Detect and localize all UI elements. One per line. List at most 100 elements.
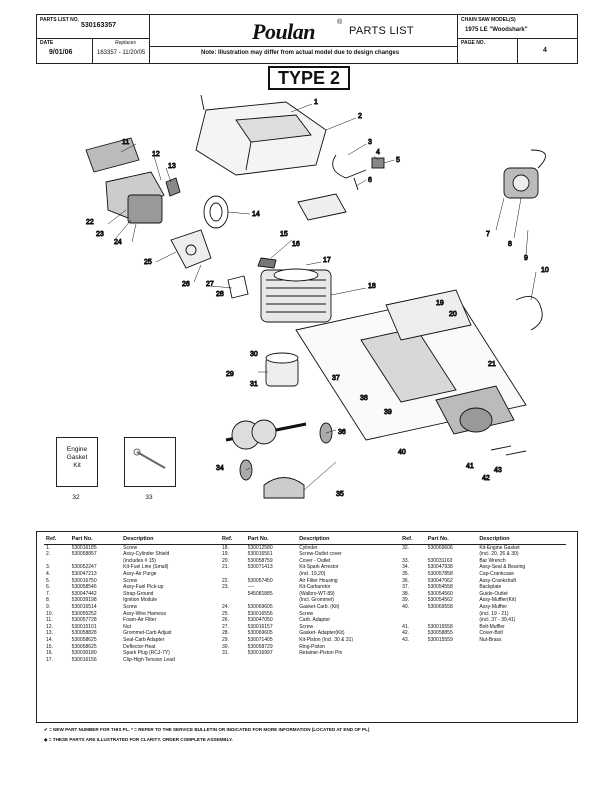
table-cell: 17. [46, 656, 53, 663]
table-header-cell: Ref. [44, 535, 70, 545]
svg-text:19: 19 [436, 300, 444, 307]
table-cell: Screw [299, 623, 314, 630]
table-cell: Grommet-Carb Adjust [123, 630, 172, 637]
table-cell: Cover - Outlet [299, 557, 331, 564]
table-cell: 41. [402, 623, 410, 630]
date-label: DATE [40, 40, 54, 46]
table-header-cell: Part No. [69, 535, 122, 545]
illustration-note: Note: Illustration may differ from actua… [201, 50, 400, 56]
svg-text:18: 18 [368, 283, 376, 290]
air-purge-part [371, 157, 385, 169]
svg-text:39: 39 [384, 409, 392, 416]
spark-arrestor-part [385, 289, 472, 341]
svg-text:28: 28 [216, 291, 224, 298]
table-cell: 13. [46, 630, 53, 637]
table-cell: 530057728 [71, 617, 97, 624]
table-cell: 14. [46, 636, 53, 643]
table-cell: 530071413 [247, 564, 273, 571]
table-cell: 2. [46, 551, 51, 558]
table-cell [246, 571, 298, 578]
table-cell: 530016556 [247, 610, 273, 617]
table-cell: 11. [46, 617, 53, 624]
table-cell [246, 657, 298, 664]
table-cell: Gasket- Adapter(Kit) [299, 630, 345, 637]
table-cell: 27. [222, 623, 229, 630]
table-cell: 7. [46, 590, 51, 597]
table-cell: Assy-Crankshaft [479, 577, 516, 584]
fuel-line-part [332, 154, 367, 179]
table-header-cell: Ref. [220, 535, 246, 545]
table-cell: 37. [402, 584, 410, 591]
piston-part [265, 352, 299, 387]
table-cell: (incl. 37 - 39,41) [479, 617, 516, 624]
table-cell: 8. [46, 597, 51, 604]
table-cell: 42. [402, 630, 410, 637]
table-cell: Strap-Ground [123, 590, 154, 597]
table-cell: 530012580 [247, 544, 273, 551]
table-cell: (includes # 15) [123, 557, 156, 564]
svg-text:34: 34 [216, 465, 224, 472]
table-cell: (incl. 19,20) [299, 570, 326, 577]
table-cell: 23. [222, 584, 229, 591]
model-value: 1975 LE "Woodshark" [465, 27, 528, 33]
svg-text:27: 27 [206, 281, 214, 288]
table-cell: 530015101 [71, 623, 97, 630]
table-cell: Carb. Adapter [299, 617, 331, 624]
svg-text:14: 14 [252, 211, 260, 218]
table-cell [70, 558, 122, 565]
table-cell: 530052247 [71, 564, 97, 571]
table-cell: (incl. 19 - 21) [479, 610, 509, 617]
carb-adapter-part [170, 229, 212, 269]
table-cell [426, 657, 478, 664]
table-cell [477, 644, 566, 651]
table-cell: Assy-Cylinder Shield [123, 551, 170, 558]
table-cell: Cover-Bolt [479, 630, 503, 637]
table-cell: 21. [222, 564, 229, 571]
muffler-assembly-part [295, 294, 527, 441]
table-cell: 530071405 [247, 636, 273, 643]
table-cell: Guide-Outlet [479, 590, 508, 597]
registered-mark: ® [337, 19, 343, 26]
table-cell: Ignition Module [123, 597, 158, 604]
table-cell: Assy-Fuel Pick-up [123, 584, 164, 591]
bar-wrench-kit-box [124, 437, 176, 487]
svg-text:38: 38 [360, 395, 368, 402]
table-cell: Nut [123, 623, 131, 630]
table-cell: Screw [299, 610, 314, 617]
table-cell: 530016750 [71, 577, 97, 584]
parts-list-no-label: PARTS LIST NO. [40, 17, 80, 23]
svg-text:20: 20 [449, 311, 457, 318]
svg-text:43: 43 [494, 467, 502, 474]
table-cell: 5. [46, 577, 51, 584]
svg-text:7: 7 [486, 231, 490, 238]
parts-list-no: 530163357 [81, 22, 117, 29]
table-cell: 40. [402, 603, 410, 610]
table-header-cell: Part No. [245, 535, 298, 545]
table-cell: 530047938 [427, 564, 453, 571]
svg-text:4: 4 [376, 149, 380, 156]
table-cell [220, 591, 246, 598]
engine-gasket-kit-label: Engine Gasket Kit [66, 446, 88, 469]
table-cell: Air Filter Housing [299, 577, 338, 584]
table-cell: 530039198 [71, 597, 97, 604]
spark-plug-part [257, 257, 277, 269]
table-cell: 30. [222, 643, 229, 650]
table-cell: 24. [222, 603, 229, 610]
table-header-cell: Description [297, 535, 401, 545]
parts-table-frame [36, 531, 578, 723]
svg-text:42: 42 [482, 475, 490, 482]
table-cell: Assy-Air Purge [123, 570, 157, 577]
ignition-module-part [503, 149, 546, 199]
table-cell [44, 558, 70, 565]
table-cell: 31. [222, 650, 229, 657]
svg-text:9: 9 [524, 255, 528, 262]
table-cell: 530069605 [247, 630, 273, 637]
table-cell [426, 611, 478, 618]
brand-logo: Poulan [252, 19, 316, 44]
table-cell: 530054560 [427, 590, 453, 597]
table-cell: 530047050 [247, 617, 273, 624]
